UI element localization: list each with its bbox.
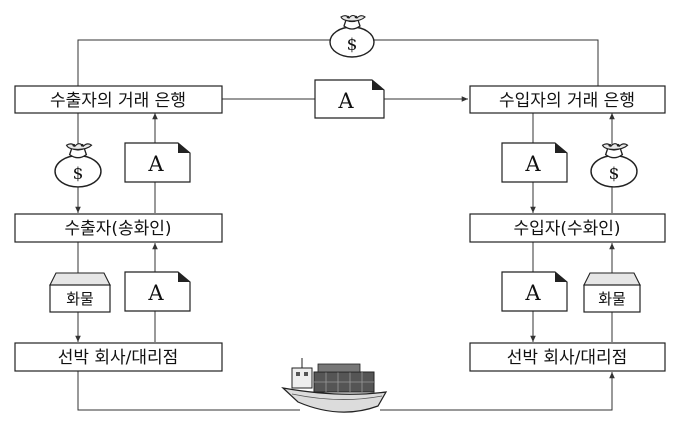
cargo-right-label: 화물 bbox=[598, 290, 626, 308]
document-icon: A bbox=[124, 142, 191, 183]
exporter-bank-label: 수출자의 거래 은행 bbox=[50, 91, 186, 111]
importer-bank-node: 수입자의 거래 은행 bbox=[469, 85, 666, 114]
money-bag-left-symbol: $ bbox=[73, 164, 84, 184]
exporter-bank-node: 수출자의 거래 은행 bbox=[14, 85, 223, 114]
connector-bottom-route bbox=[77, 370, 300, 411]
cargo-left-label: 화물 bbox=[66, 290, 94, 308]
exporter-label: 수출자(송화인) bbox=[64, 219, 171, 239]
money-bag-icon: $ bbox=[329, 14, 375, 58]
exporter-node: 수출자(송화인) bbox=[14, 213, 223, 243]
document-icon: A bbox=[124, 271, 191, 312]
document-right-letter: A bbox=[524, 152, 541, 176]
money-bag-icon: $ bbox=[590, 142, 638, 188]
ship-icon bbox=[281, 358, 388, 413]
importer-bank-label: 수입자의 거래 은행 bbox=[499, 91, 635, 111]
shipping-left-label: 선박 회사/대리점 bbox=[58, 348, 179, 368]
importer-label: 수입자(수화인) bbox=[513, 219, 620, 239]
money-bag-right-symbol: $ bbox=[609, 164, 620, 184]
importer-node: 수입자(수화인) bbox=[469, 213, 666, 243]
shipping-right-node: 선박 회사/대리점 bbox=[469, 342, 666, 372]
document-left-letter: A bbox=[147, 152, 164, 176]
document-top-letter: A bbox=[337, 89, 354, 113]
document-left-lower-letter: A bbox=[147, 281, 164, 305]
shipping-left-node: 선박 회사/대리점 bbox=[14, 342, 223, 372]
document-icon: A bbox=[501, 142, 568, 183]
shipping-right-label: 선박 회사/대리점 bbox=[507, 348, 628, 368]
document-icon: A bbox=[314, 79, 385, 119]
cargo-box-icon: 화물 bbox=[49, 272, 111, 313]
connector-bottom-route-right bbox=[380, 372, 615, 411]
cargo-box-icon: 화물 bbox=[583, 272, 641, 313]
money-bag-icon: $ bbox=[54, 142, 102, 188]
document-right-lower-letter: A bbox=[524, 281, 541, 305]
document-icon: A bbox=[501, 271, 568, 312]
money-bag-top-symbol: $ bbox=[347, 35, 358, 55]
